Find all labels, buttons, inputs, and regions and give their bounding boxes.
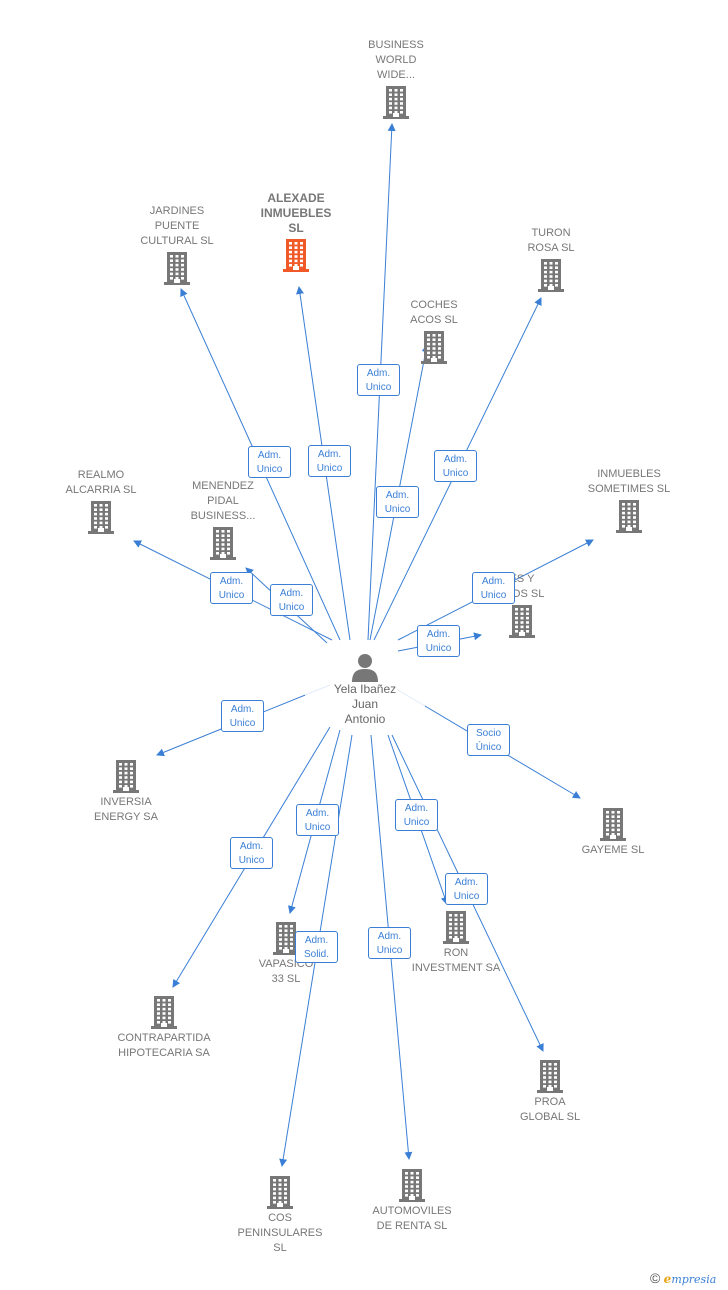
edge-label-inmuebles-sometimes[interactable]: Adm. Unico <box>472 572 515 604</box>
company-name: TURON ROSA SL <box>527 227 575 254</box>
building-icon <box>273 922 299 955</box>
company-node-automoviles[interactable]: AUTOMOVILES DE RENTA SL <box>352 1166 472 1234</box>
company-node-business-world[interactable]: BUSINESS WORLD WIDE... <box>336 38 456 121</box>
company-node-coches[interactable]: COCHES ACOS SL <box>374 298 494 366</box>
company-name: INVERSIA ENERGY SA <box>94 796 158 823</box>
building-icon <box>267 1176 293 1209</box>
company-name: AUTOMOVILES DE RENTA SL <box>372 1205 452 1232</box>
company-name: COCHES ACOS SL <box>410 299 458 326</box>
edge-label-menendez[interactable]: Adm. Unico <box>270 584 313 616</box>
company-node-cos[interactable]: COS PENINSULARES SL <box>220 1173 340 1256</box>
company-name: MENENDEZ PIDAL BUSINESS... <box>190 480 256 522</box>
edge-label-es-llos[interactable]: Adm. Unico <box>417 625 460 657</box>
copyright-icon: © <box>650 1270 661 1286</box>
edge-label-vapasico[interactable]: Adm. Unico <box>296 804 339 836</box>
building-icon <box>283 239 309 272</box>
edge-label-jardines[interactable]: Adm. Unico <box>248 446 291 478</box>
company-name: CONTRAPARTIDA HIPOTECARIA SA <box>117 1032 211 1059</box>
company-name: BUSINESS WORLD WIDE... <box>368 39 424 81</box>
company-node-inversia[interactable]: INVERSIA ENERGY SA <box>66 757 186 825</box>
edge-label-gayeme[interactable]: Socio Único <box>467 724 510 756</box>
company-name: ALEXADE INMUEBLES SL <box>260 191 332 235</box>
company-node-ron[interactable]: RON INVESTMENT SA <box>396 908 516 976</box>
company-name: RON INVESTMENT SA <box>411 947 501 974</box>
building-icon <box>537 1060 563 1093</box>
building-icon <box>113 760 139 793</box>
building-icon <box>164 252 190 285</box>
building-icon <box>600 808 626 841</box>
edge-label-alexade[interactable]: Adm. Unico <box>308 445 351 477</box>
person-icon <box>352 654 378 682</box>
company-node-turon[interactable]: TURON ROSA SL <box>491 226 611 294</box>
edge-label-business-world[interactable]: Adm. Unico <box>357 364 400 396</box>
company-name: GAYEME SL <box>581 844 645 856</box>
company-node-alexade[interactable]: ALEXADE INMUEBLES SL <box>236 191 356 274</box>
edge-label-realmo[interactable]: Adm. Unico <box>210 572 253 604</box>
building-icon <box>88 501 114 534</box>
center-person-node[interactable]: Yela Ibañez Juan Antonio <box>305 652 425 727</box>
brand-logo-initial: e <box>663 1272 672 1286</box>
building-icon <box>538 259 564 292</box>
edge-label-ron[interactable]: Adm. Unico <box>395 799 438 831</box>
building-icon <box>399 1169 425 1202</box>
building-icon <box>421 331 447 364</box>
company-name: REALMO ALCARRIA SL <box>65 469 137 496</box>
edge-label-turon[interactable]: Adm. Unico <box>434 450 477 482</box>
edge-label-proa[interactable]: Adm. Unico <box>445 873 488 905</box>
building-icon <box>383 86 409 119</box>
brand-logo-rest: mpresia <box>671 1273 717 1286</box>
company-node-inmuebles-sometimes[interactable]: INMUEBLES SOMETIMES SL <box>569 467 689 535</box>
company-name: INMUEBLES SOMETIMES SL <box>587 468 671 495</box>
company-name: COS PENINSULARES SL <box>237 1212 323 1254</box>
edge-label-inversia[interactable]: Adm. Unico <box>221 700 264 732</box>
building-icon <box>616 500 642 533</box>
edge-label-cos[interactable]: Adm. Solid. <box>295 931 338 963</box>
company-node-contrapartida[interactable]: CONTRAPARTIDA HIPOTECARIA SA <box>104 993 224 1061</box>
edge-label-contrapartida[interactable]: Adm. Unico <box>230 837 273 869</box>
company-node-proa[interactable]: PROA GLOBAL SL <box>490 1057 610 1125</box>
edge-label-coches[interactable]: Adm. Unico <box>376 486 419 518</box>
building-icon <box>443 911 469 944</box>
building-icon <box>210 527 236 560</box>
company-node-jardines[interactable]: JARDINES PUENTE CULTURAL SL <box>117 204 237 287</box>
center-person-name: Yela Ibañez Juan Antonio <box>305 682 425 727</box>
building-icon <box>151 996 177 1029</box>
company-name: JARDINES PUENTE CULTURAL SL <box>140 205 214 247</box>
building-icon <box>509 605 535 638</box>
company-node-realmo[interactable]: REALMO ALCARRIA SL <box>41 468 161 536</box>
brand-watermark: © empresia <box>650 1270 716 1286</box>
company-name: PROA GLOBAL SL <box>519 1096 581 1123</box>
company-node-gayeme[interactable]: GAYEME SL <box>553 805 673 858</box>
edge-label-automoviles[interactable]: Adm. Unico <box>368 927 411 959</box>
company-node-menendez[interactable]: MENENDEZ PIDAL BUSINESS... <box>163 479 283 562</box>
